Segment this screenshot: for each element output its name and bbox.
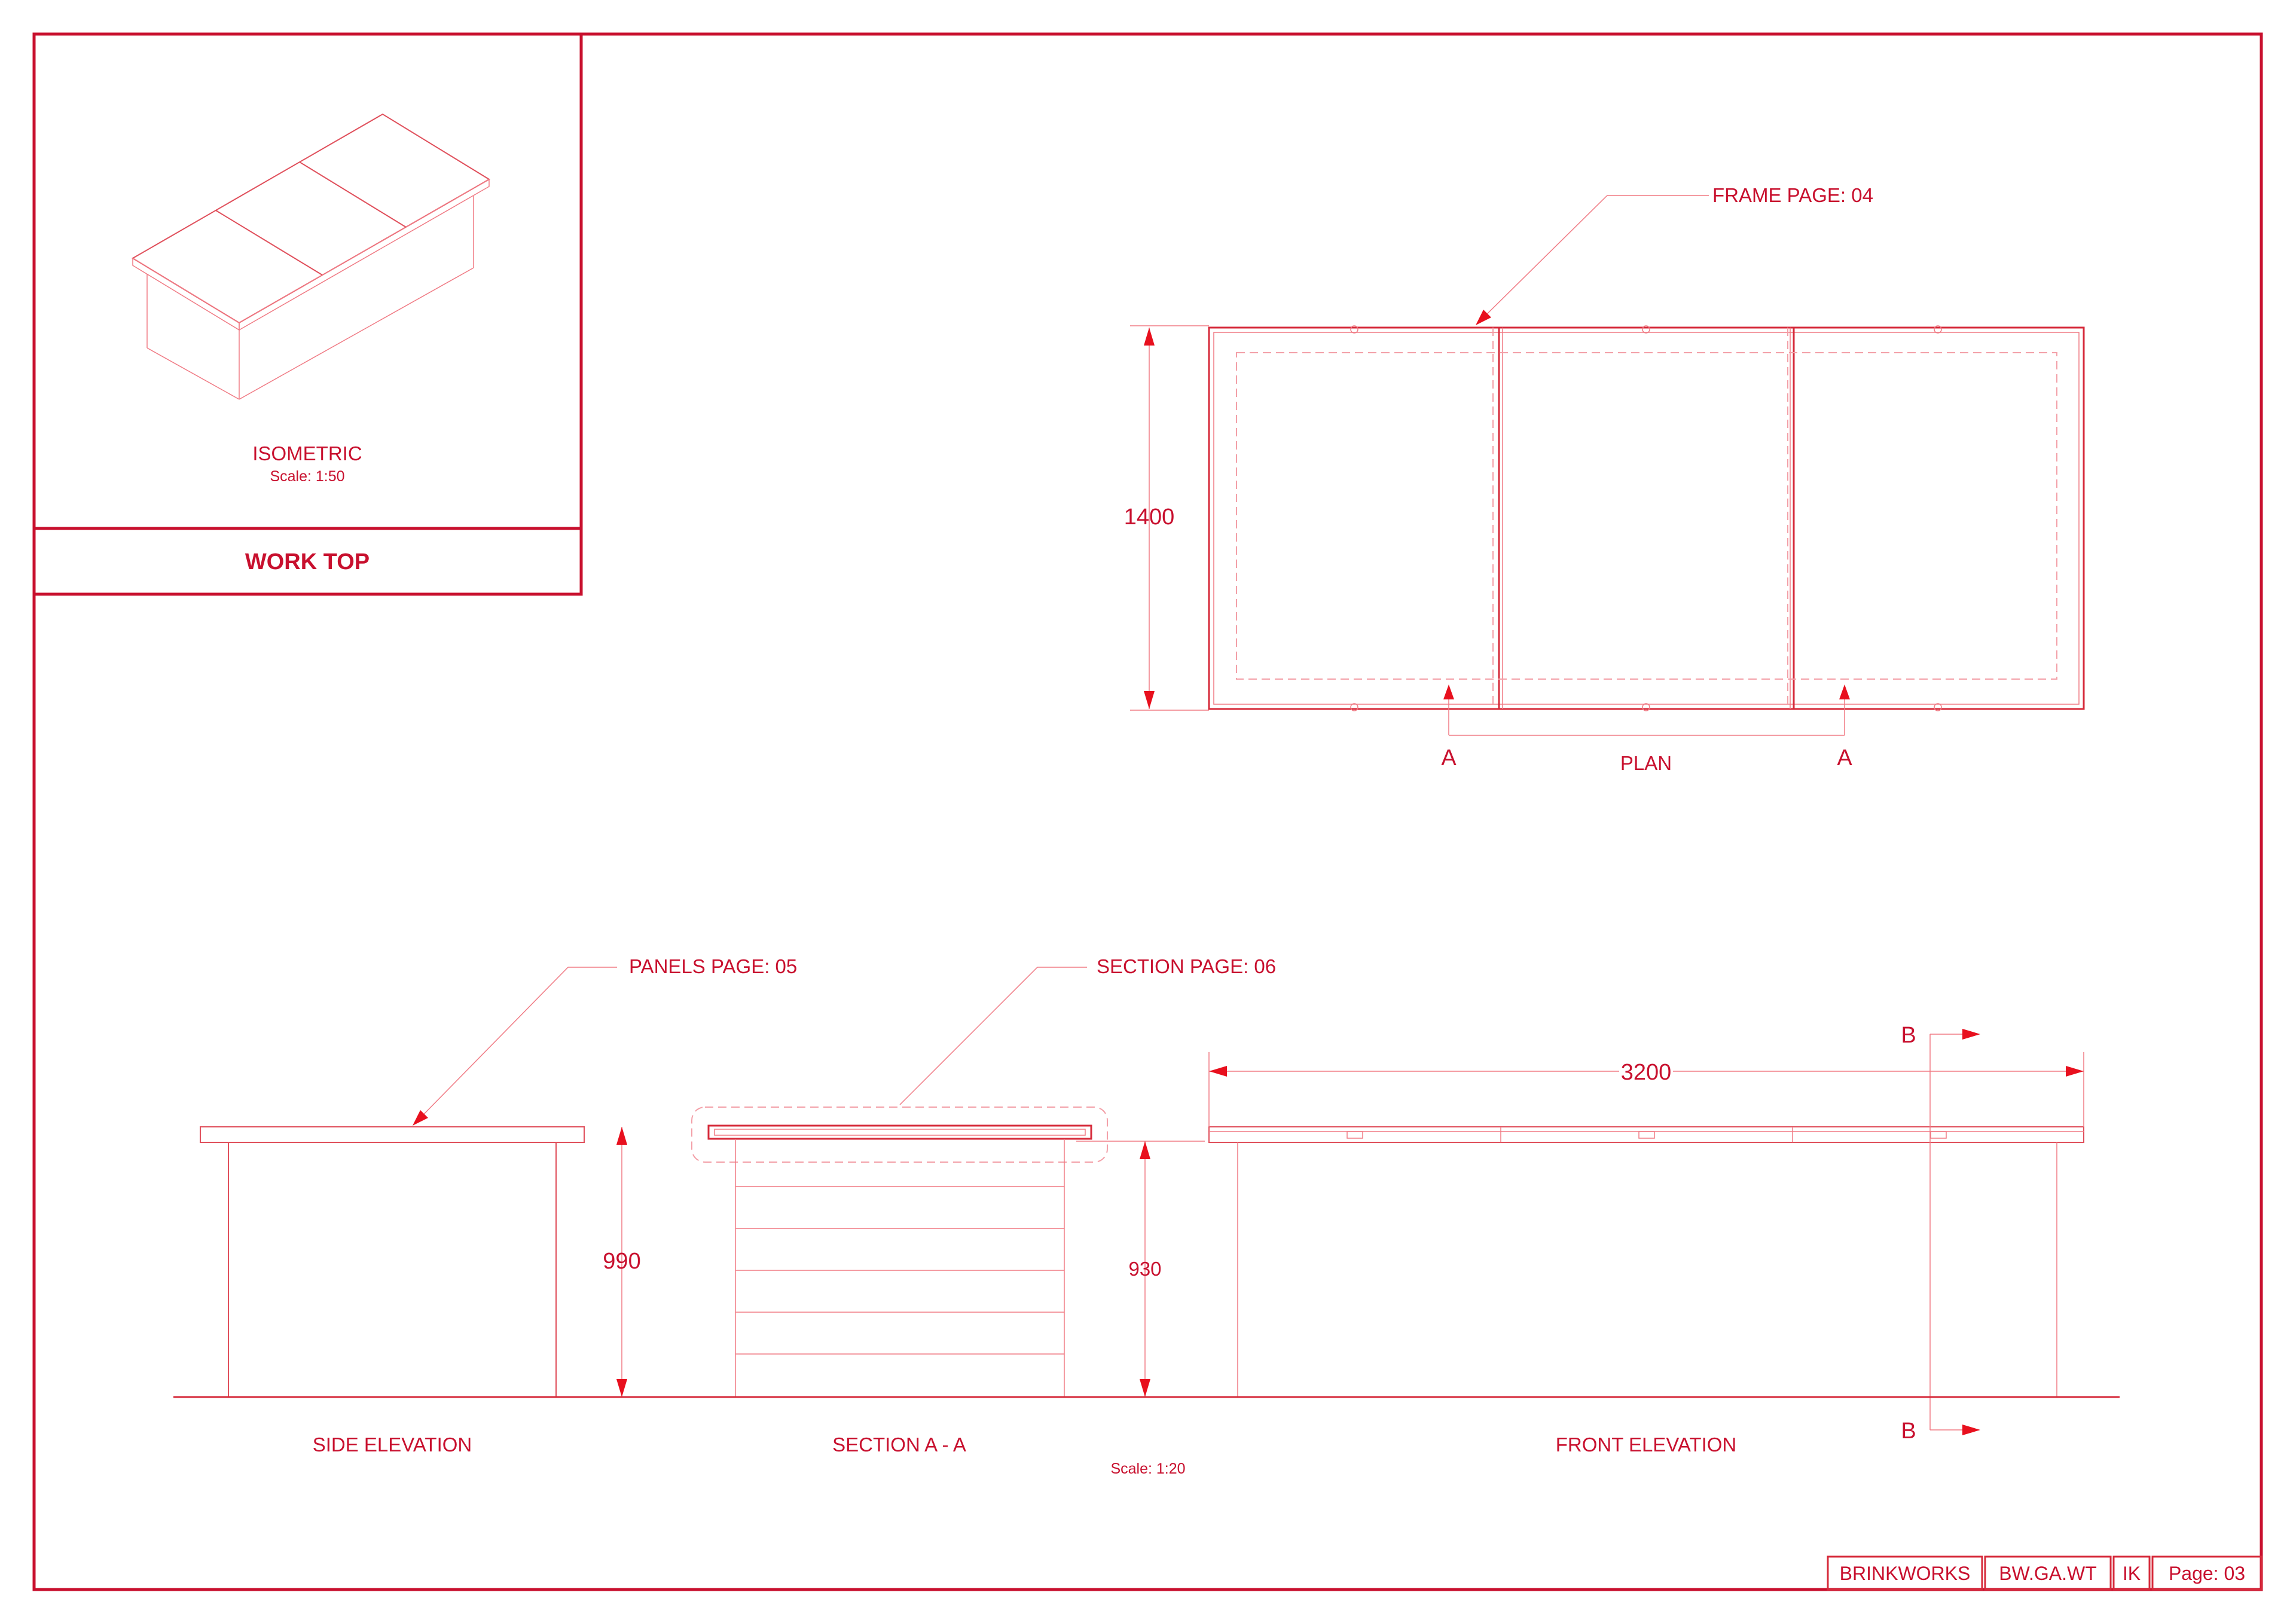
title-cell-initials [2112,1555,2151,1591]
isometric-panel: ISOMETRIC Scale: 1:50 WORK TOP [32,32,583,596]
plan-depth-dimension: 1400 [1124,505,1175,530]
plan-hidden-frame [1236,352,2057,680]
drafter-initials: IK [2123,1563,2141,1584]
page-number: Page: 03 [2169,1563,2245,1584]
title-cell-code [1984,1555,2112,1591]
section-height-dimension: 930 [1128,1258,1161,1280]
iso-scale-label: Scale: 1:50 [270,468,344,485]
section-marker-a-left: A [1441,745,1457,771]
frame-page-callout: FRAME PAGE: 04 [1712,184,1873,206]
section-marker-b-top: B [1901,1023,1916,1048]
front-elevation-label: FRONT ELEVATION [1556,1434,1737,1456]
section-detail-bubble [691,1107,1108,1163]
title-cell-page [2151,1555,2263,1591]
front-elevation: 3200 B B FRONT ELEVATION [1208,1023,2084,1456]
isometric-worktop-drawing [132,113,490,400]
drawing-code: BW.GA.WT [1999,1563,2097,1584]
side-height-dimension: 990 [603,1249,640,1274]
iso-view-label: ISOMETRIC [252,442,362,464]
plan-view: 1400 A A PLAN FRAME PAGE: 04 [1124,184,2085,774]
title-block: BRINKWORKS BW.GA.WT IK Page: 03 [1827,1555,2263,1591]
section-marker-b-bottom: B [1901,1419,1916,1444]
side-top-slab [200,1126,585,1143]
section-view-label: SECTION A - A [832,1434,966,1456]
title-cell-company [1827,1555,1983,1591]
plan-inner-edge [1213,332,2080,705]
side-elevation: 990 PANELS PAGE: 05 SIDE ELEVATION [200,955,797,1456]
section-top-slab [707,1124,1092,1140]
front-top-slab [1208,1126,2084,1143]
section-scale-label: Scale: 1:20 [1110,1460,1185,1477]
section-page-callout: SECTION PAGE: 06 [1097,955,1276,977]
panels-page-callout: PANELS PAGE: 05 [629,955,797,977]
side-elevation-label: SIDE ELEVATION [313,1434,472,1456]
section-marker-a-right: A [1837,745,1852,771]
section-a-a: 930 SECTION PAGE: 06 SECTION A - A Scale… [691,955,1276,1477]
plan-outline [1208,326,2085,710]
iso-panel-frame [32,32,583,596]
front-length-dimension: 3200 [1621,1060,1672,1085]
company-name: BRINKWORKS [1840,1563,1971,1584]
drawing-title: WORK TOP [245,549,370,574]
sheet-border [32,32,2263,1591]
plan-view-label: PLAN [1620,752,1672,774]
